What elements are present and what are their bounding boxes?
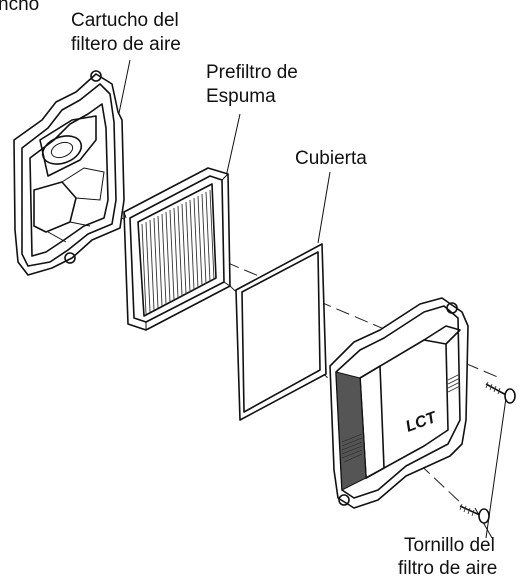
pleats [141, 189, 215, 315]
leader-cartridge [117, 59, 131, 119]
label-cut-off: ncho [0, 0, 40, 15]
filter-cover: LCT [329, 297, 469, 509]
label-screw-line2: filtro de aire [398, 558, 498, 579]
screw-bottom [459, 503, 490, 524]
label-prefilter-line2: Espuma [206, 86, 276, 107]
label-prefilter-line1: Prefiltro de [206, 62, 298, 83]
label-cover: Cubierta [295, 148, 367, 169]
screw-top [485, 381, 516, 404]
leader-lines [117, 59, 507, 539]
label-screw-line1: Tornillo del [404, 535, 495, 556]
label-cartridge-line2: filtero de aire [71, 34, 181, 55]
cover-gasket [235, 243, 327, 421]
label-cartridge-line1: Cartucho del [71, 10, 179, 31]
vent-slots [341, 373, 461, 463]
leader-cover [317, 171, 331, 244]
foam-prefilter [123, 167, 231, 331]
filter-cartridge [13, 70, 125, 276]
